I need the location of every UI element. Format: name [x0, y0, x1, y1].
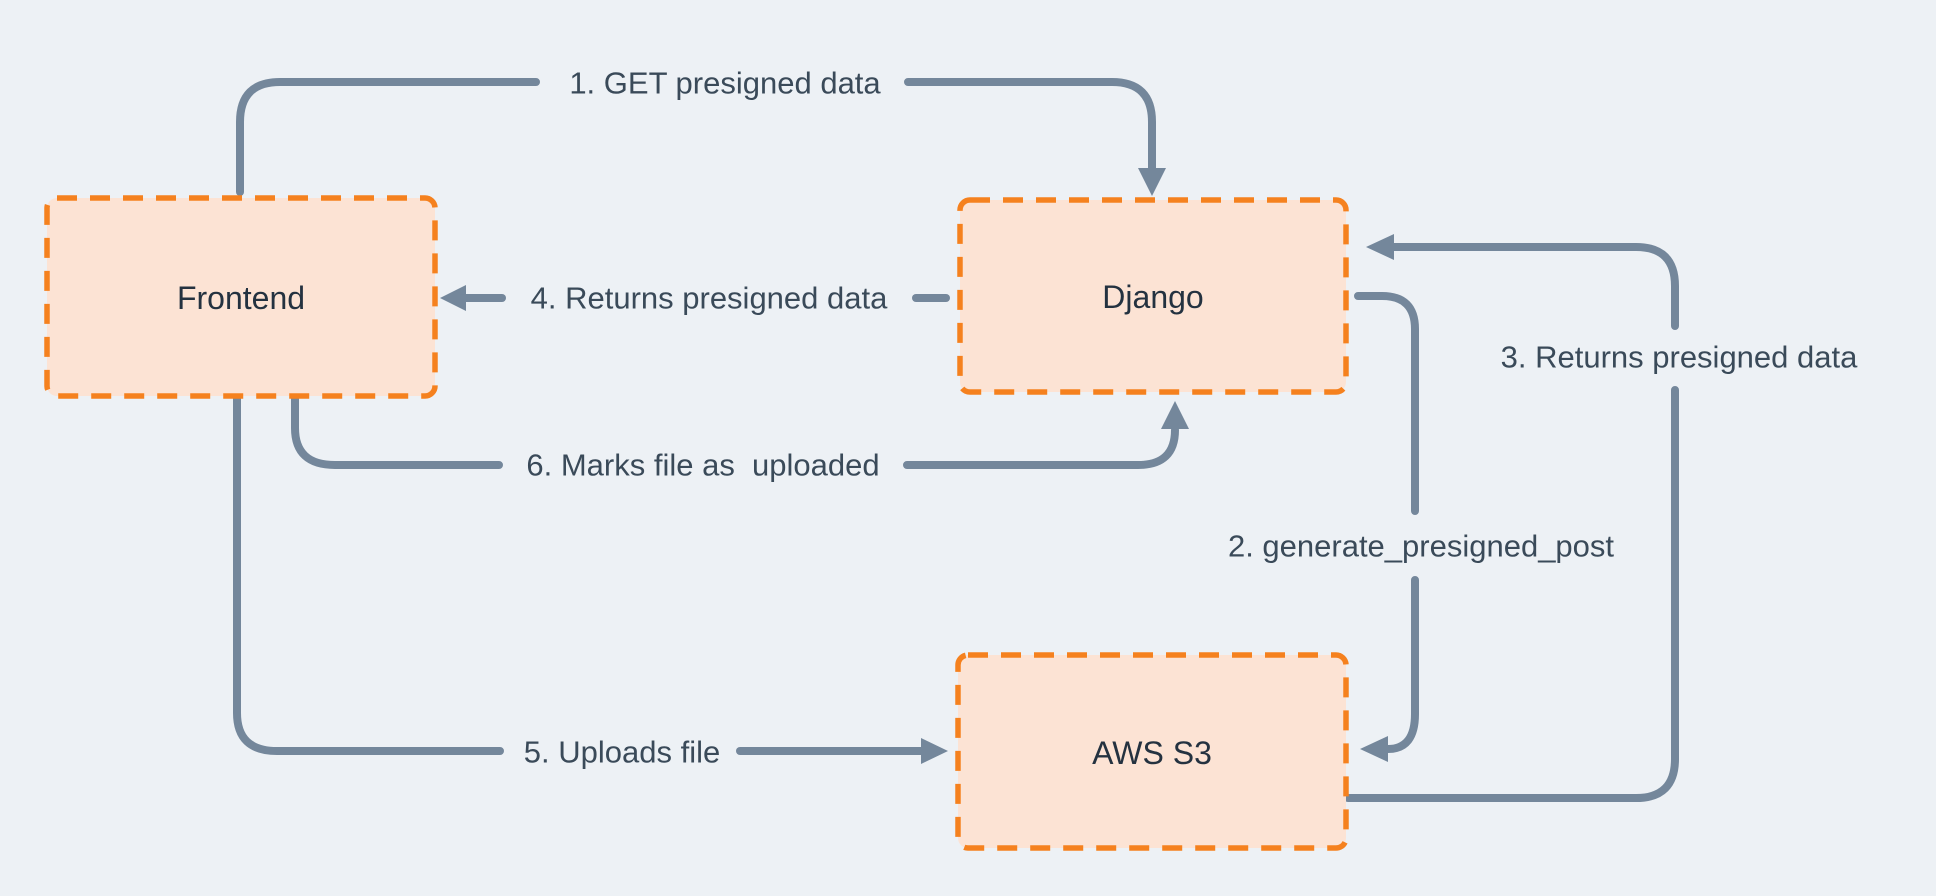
edge-3-arrowhead: [1366, 234, 1394, 260]
node-aws-s3-box: [955, 652, 1349, 851]
edge-6-label: 6. Marks file as uploaded: [526, 448, 879, 483]
node-django-box: [957, 197, 1349, 395]
edge-4-returns-presigned-data: 4. Returns presigned data: [440, 281, 950, 316]
edge-6-line-end: [903, 426, 1179, 469]
node-frontend-label: Frontend: [177, 280, 305, 316]
node-django: Django: [957, 197, 1349, 395]
node-frontend: Frontend: [44, 195, 438, 399]
edge-1-label: 1. GET presigned data: [569, 66, 881, 101]
edge-2-label: 2. generate_presigned_post: [1228, 529, 1614, 564]
edge-5-label: 5. Uploads file: [524, 735, 720, 770]
edge-1-line-end: [904, 78, 1156, 173]
edge-5-uploads-file: 5. Uploads file: [233, 394, 948, 770]
edge-5-line-start: [233, 394, 504, 755]
edge-4-arrowhead: [440, 285, 466, 311]
edge-2-arrowhead: [1360, 736, 1388, 762]
edge-2-line-start: [1354, 292, 1419, 515]
edge-2-generate-presigned-post: 2. generate_presigned_post: [1228, 292, 1614, 762]
edge-3-line-end: [1390, 243, 1679, 330]
edge-6-arrowhead: [1161, 401, 1189, 429]
edge-2-line-end: [1384, 576, 1419, 753]
edge-3-line-start: [1344, 386, 1679, 802]
node-aws-s3: AWS S3: [955, 652, 1349, 851]
edge-6-marks-file-uploaded: 6. Marks file as uploaded: [291, 394, 1189, 483]
edge-4-label: 4. Returns presigned data: [531, 281, 888, 316]
node-frontend-box: [44, 195, 438, 399]
edge-3-label: 3. Returns presigned data: [1501, 340, 1858, 375]
edge-1-line-start: [236, 78, 540, 196]
edge-3-returns-presigned-data: 3. Returns presigned data: [1344, 234, 1858, 802]
node-django-label: Django: [1102, 279, 1203, 315]
edge-5-arrowhead: [921, 738, 948, 764]
node-aws-s3-label: AWS S3: [1092, 735, 1212, 771]
edge-1-get-presigned-data: 1. GET presigned data: [236, 66, 1166, 196]
edge-1-arrowhead: [1138, 168, 1166, 196]
edge-6-line-start: [291, 394, 503, 469]
